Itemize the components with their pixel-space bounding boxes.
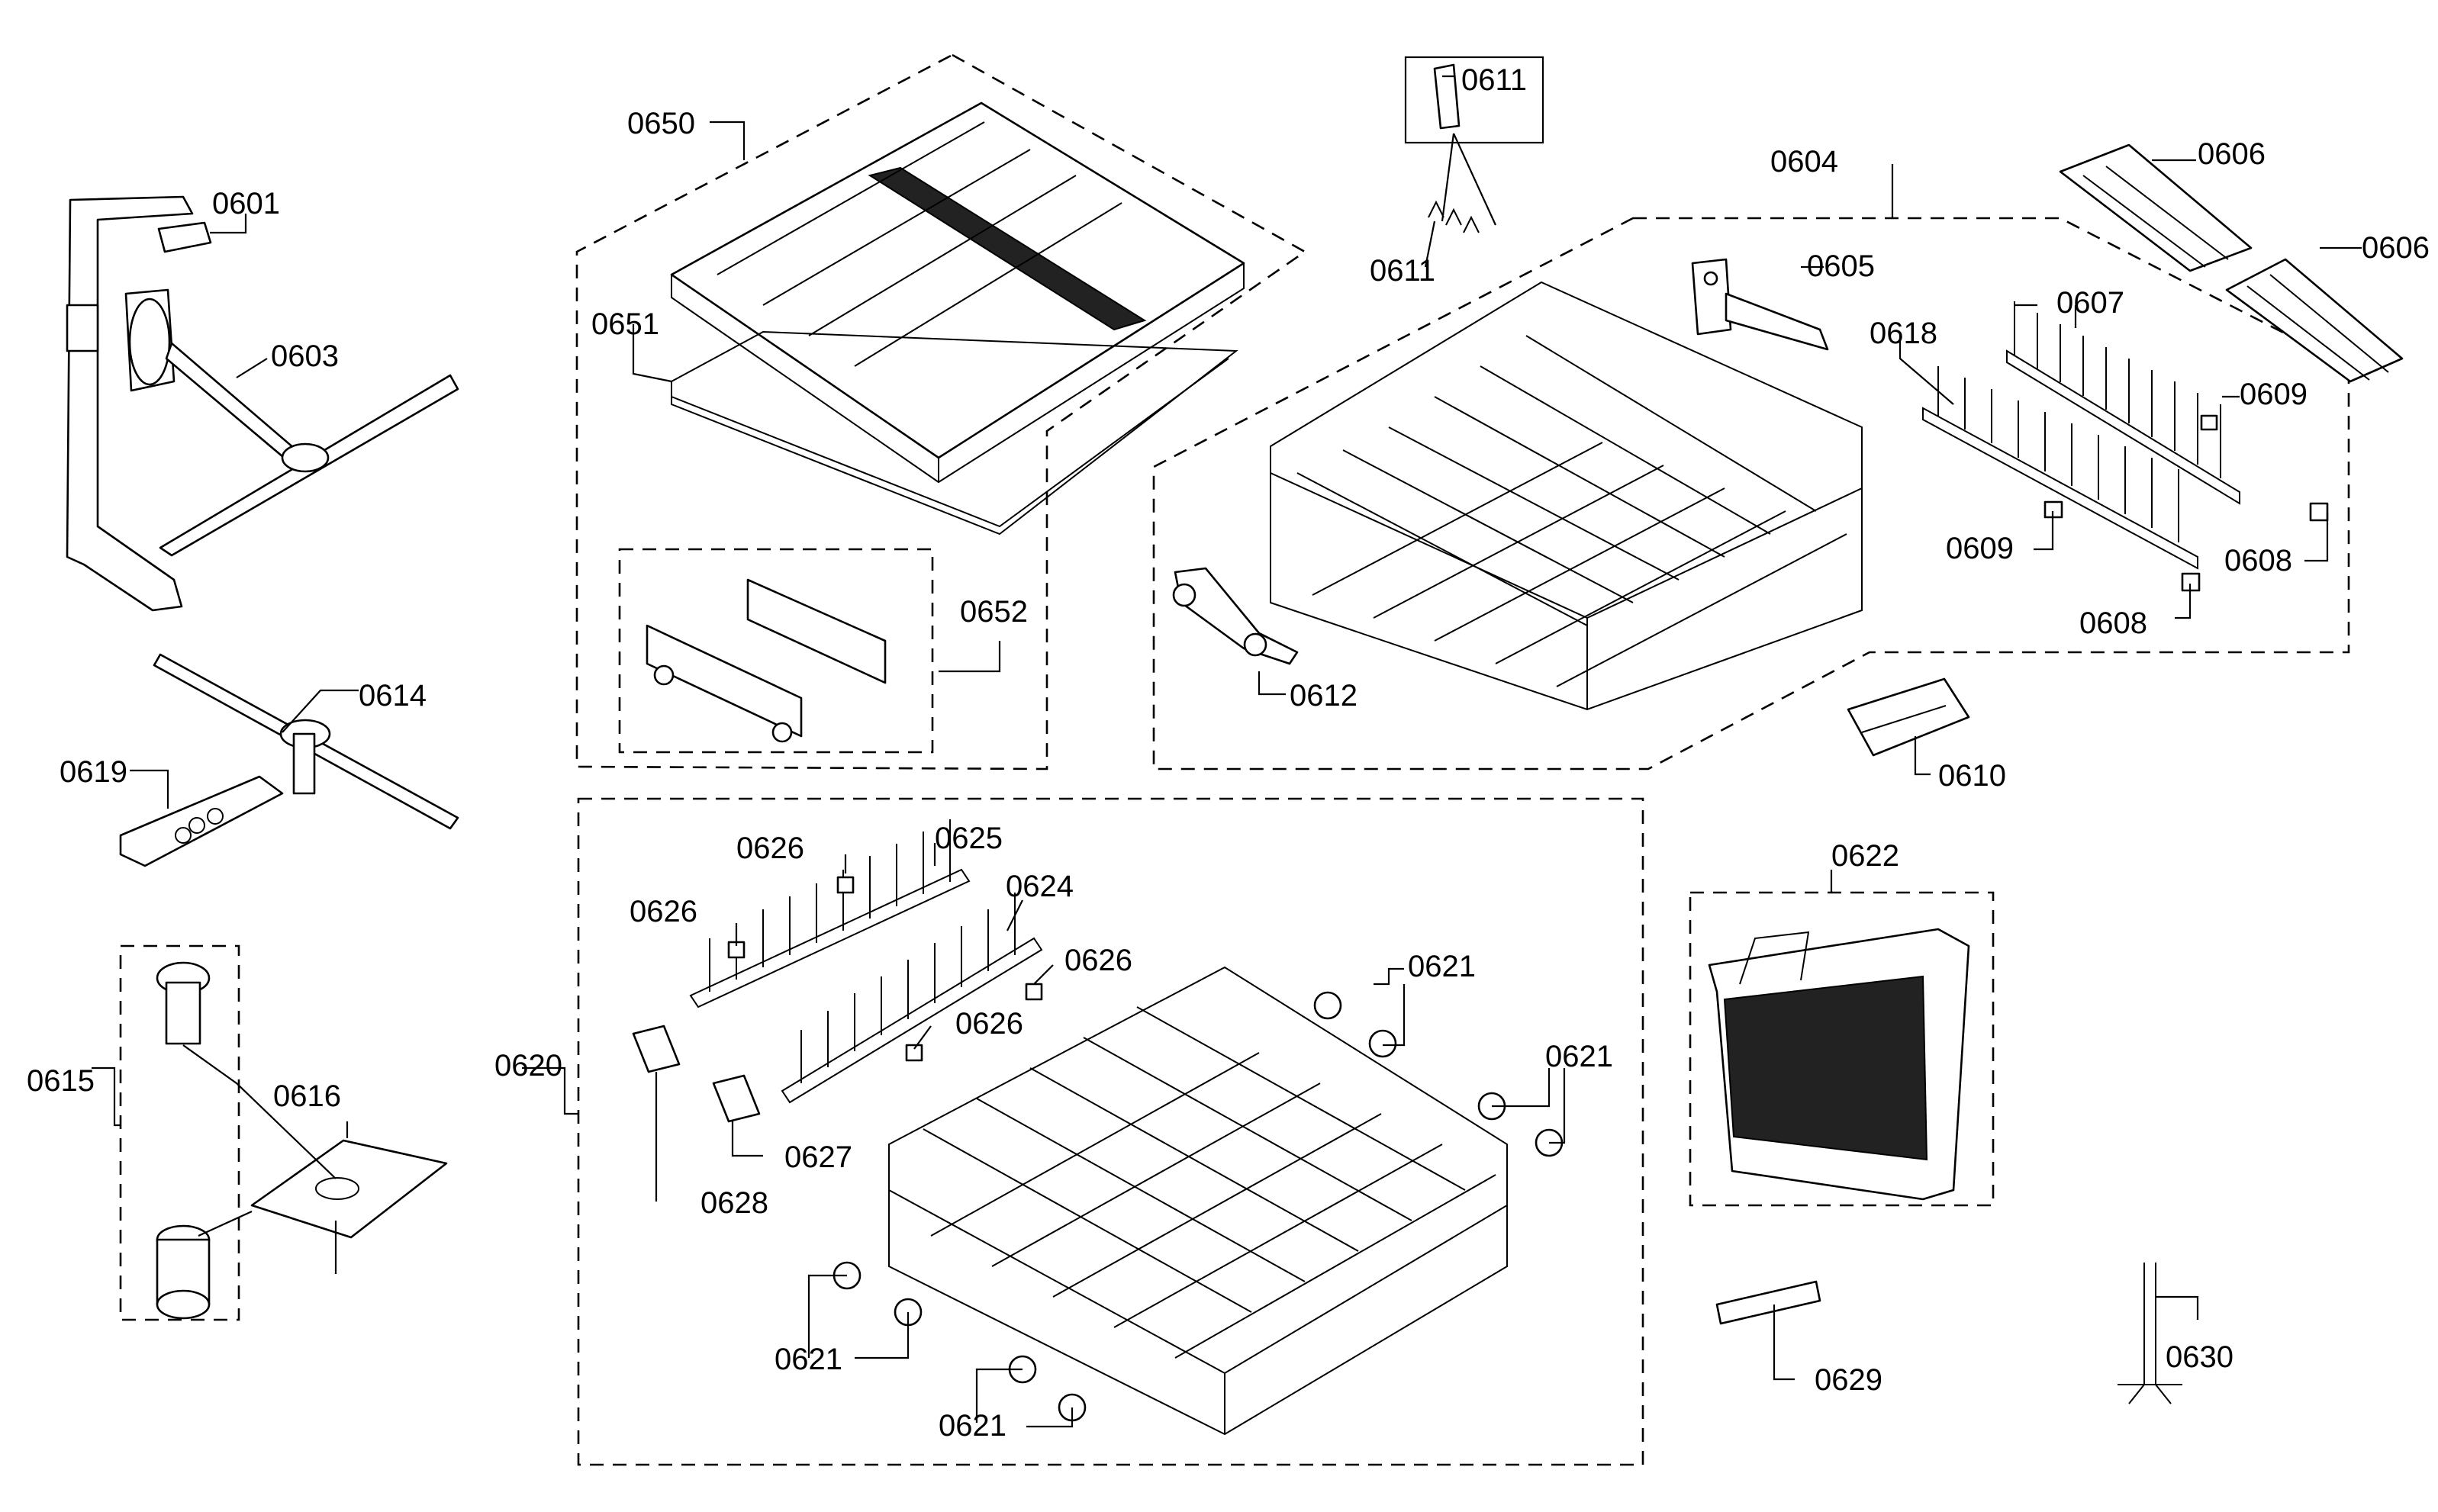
label-0606-b: 0606 [2362, 231, 2430, 265]
label-0621-d: 0621 [939, 1409, 1006, 1443]
part-0651-tray-frame [671, 330, 1238, 536]
label-0629: 0629 [1815, 1363, 1882, 1397]
part-0606-cover-upper [2059, 143, 2253, 272]
part-0624-tine-row [781, 893, 1043, 1104]
label-0611-a: 0611 [1461, 63, 1527, 97]
label-0620: 0620 [494, 1049, 562, 1083]
label-0626-a: 0626 [736, 832, 804, 865]
label-0651: 0651 [591, 307, 659, 341]
label-0621-b: 0621 [1545, 1040, 1613, 1073]
part-0622-cutlery-basket [1708, 928, 1970, 1201]
leader-lines [92, 75, 2362, 1428]
group-0611-box [1404, 56, 1544, 144]
part-0621-wheel-a [1313, 991, 1342, 1020]
label-0618: 0618 [1870, 317, 1937, 350]
label-0604: 0604 [1770, 145, 1838, 179]
label-0614: 0614 [359, 679, 427, 713]
part-0619-grille [119, 775, 284, 867]
label-0619: 0619 [60, 755, 127, 789]
label-0611-b: 0611 [1370, 254, 1435, 288]
label-0627: 0627 [784, 1140, 852, 1174]
part-0611-clips [1428, 63, 1480, 233]
part-0627-holder [712, 1074, 761, 1123]
label-0626-b: 0626 [630, 895, 697, 928]
group-0604-outline [1152, 217, 2350, 770]
label-0609-b: 0609 [1946, 532, 2014, 565]
label-0630: 0630 [2166, 1340, 2233, 1374]
label-0621-a: 0621 [1408, 950, 1476, 983]
label-0610: 0610 [1938, 759, 2006, 793]
label-0601: 0601 [212, 187, 280, 220]
label-0612: 0612 [1290, 679, 1357, 713]
part-0626-clip-d [905, 1044, 923, 1062]
part-0650-cutlery-tray [670, 101, 1245, 484]
part-0630-rod [2118, 1263, 2182, 1404]
label-0621-c: 0621 [775, 1343, 842, 1376]
label-0606-a: 0606 [2198, 137, 2266, 171]
group-0622-outline [1689, 891, 1995, 1207]
label-0608-a: 0608 [2224, 544, 2292, 577]
part-0615-filter-assembly [156, 961, 211, 1320]
group-0652-outline [618, 548, 934, 754]
part-0626-clip-a [836, 876, 855, 894]
part-0608-clip-a [2309, 502, 2329, 522]
label-0609-a: 0609 [2240, 378, 2308, 411]
label-0626-c: 0626 [1064, 944, 1132, 977]
part-0606-cover-lower [2225, 258, 2404, 383]
label-0624: 0624 [1006, 870, 1074, 903]
label-0650: 0650 [627, 107, 695, 140]
group-0615-outline [119, 944, 240, 1321]
group-0620-outline [577, 797, 1644, 1466]
part-0612-height-adjuster [1172, 567, 1299, 665]
part-0604-upper-rack [1270, 281, 1863, 711]
label-0652: 0652 [960, 595, 1028, 629]
label-0628: 0628 [700, 1186, 768, 1220]
part-0603-upper-spray-arm [124, 288, 459, 557]
part-0625-tine-row [689, 819, 971, 1009]
label-0608-b: 0608 [2079, 606, 2147, 640]
part-0616-fine-filter [250, 1139, 448, 1239]
part-0628-holder [632, 1025, 681, 1073]
label-0626-d: 0626 [955, 1007, 1023, 1041]
part-0621-wheel-b [1368, 1029, 1397, 1058]
part-labels: 0601 0603 0604 0605 0606 0606 0607 0608 … [27, 63, 2430, 1443]
label-0625: 0625 [935, 822, 1003, 855]
part-0609-clip-a [2200, 414, 2218, 431]
part-0610-handle [1847, 677, 1970, 757]
part-0601-supply-pipe [66, 195, 212, 612]
label-0615: 0615 [27, 1064, 95, 1098]
label-0616: 0616 [273, 1079, 341, 1113]
part-0607-tine-row [2006, 301, 2240, 505]
part-0629-handle-strip [1715, 1280, 1821, 1325]
label-0607: 0607 [2056, 286, 2124, 320]
part-0605-height-adjuster [1691, 258, 1829, 351]
part-0652-rails [646, 578, 887, 743]
label-0605: 0605 [1807, 249, 1875, 283]
part-0614-lower-spray-arm [153, 653, 459, 830]
part-0620-lower-rack [888, 966, 1508, 1436]
part-0626-clip-c [1025, 983, 1043, 1001]
group-0650-outline [575, 53, 1307, 770]
label-0622: 0622 [1831, 839, 1899, 873]
label-0603: 0603 [271, 339, 339, 373]
